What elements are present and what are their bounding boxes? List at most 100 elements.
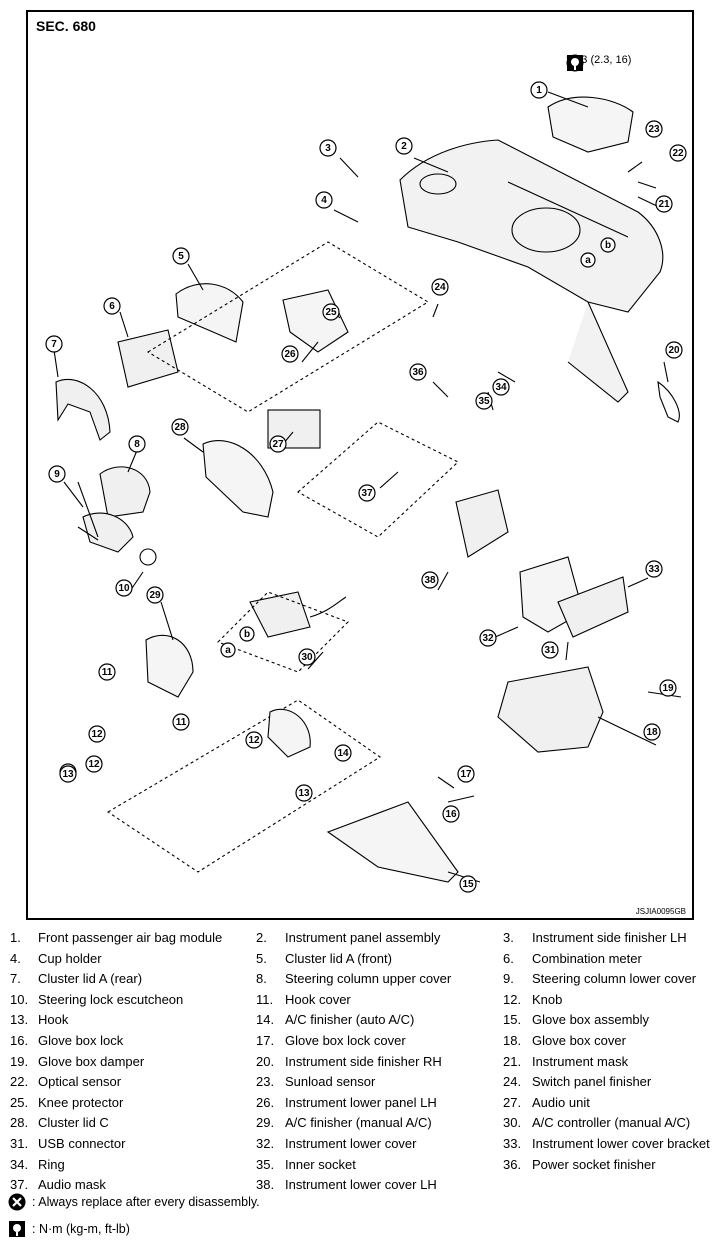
legend-item-label: Audio mask	[38, 1177, 106, 1193]
legend-torque: : N·m (kg-m, ft-lb)	[8, 1220, 130, 1238]
legend-item-number: 13.	[10, 1012, 29, 1028]
legend-item-label: Sunload sensor	[285, 1074, 376, 1090]
callout-24: 24	[431, 278, 449, 296]
exploded-diagram: 1234567891011121314151617181920212223242…	[26, 10, 694, 920]
callout-16: 16	[442, 805, 460, 823]
svg-text:1: 1	[536, 85, 542, 96]
svg-text:5: 5	[178, 251, 184, 262]
legend-item-label: Instrument side finisher LH	[532, 930, 687, 945]
legend-item-label: Steering column lower cover	[532, 971, 697, 987]
callout-11: 11	[98, 663, 116, 681]
svg-text:10: 10	[118, 583, 130, 594]
callout-32: 32	[479, 629, 497, 647]
callout-2: 2	[395, 137, 413, 155]
legend-item-number: 36.	[503, 1156, 522, 1172]
legend-item-number: 12.	[503, 991, 522, 1007]
legend-item-number: 30.	[503, 1115, 522, 1131]
connector-marker-a: a	[580, 252, 596, 268]
legend-item-number: 31.	[10, 1136, 29, 1151]
legend-item-number: 27.	[503, 1094, 522, 1110]
svg-text:4: 4	[321, 195, 327, 206]
svg-text:19: 19	[662, 683, 674, 694]
legend-item-number: 38.	[256, 1177, 275, 1193]
callout-14: 14	[334, 744, 352, 762]
legend-item-label: USB connector	[38, 1136, 126, 1151]
legend-item-label: Cluster lid A (rear)	[38, 971, 143, 987]
svg-text:13: 13	[62, 769, 74, 780]
connector-marker-b: b	[239, 626, 255, 642]
svg-text:18: 18	[646, 727, 658, 738]
connector-marker-a: a	[220, 642, 236, 658]
torque-icon	[9, 1221, 25, 1237]
svg-text:6: 6	[109, 301, 115, 312]
callout-12: 12	[245, 731, 263, 749]
legend-item-label: Glove box lock	[38, 1033, 124, 1048]
callout-27: 27	[269, 435, 287, 453]
legend-item-number: 2.	[256, 930, 267, 945]
replace-icon	[8, 1193, 26, 1211]
legend-item-number: 10.	[10, 991, 29, 1007]
svg-text:35: 35	[478, 396, 490, 407]
svg-text:31: 31	[544, 645, 556, 656]
torque-spec: 22.3 (2.3, 16)	[566, 54, 631, 72]
legend-item-label: Glove box assembly	[532, 1012, 650, 1028]
legend-item-number: 34.	[10, 1156, 29, 1172]
callout-15: 15	[459, 875, 477, 893]
legend-item-label: Glove box damper	[38, 1053, 145, 1069]
callout-12: 12	[85, 755, 103, 773]
legend-item-label: Hook cover	[285, 991, 351, 1007]
svg-text:32: 32	[482, 633, 494, 644]
legend-row: 7.Cluster lid A (rear)8.Steering column …	[0, 971, 718, 991]
svg-text:11: 11	[102, 667, 113, 678]
svg-text:17: 17	[460, 769, 472, 780]
svg-text:37: 37	[361, 488, 373, 499]
legend-item-number: 28.	[10, 1115, 29, 1131]
callout-35: 35	[475, 392, 493, 410]
legend-item-number: 14.	[256, 1012, 275, 1028]
svg-text:14: 14	[337, 748, 349, 759]
svg-text:27: 27	[272, 439, 284, 450]
callout-37: 37	[358, 484, 376, 502]
callout-13: 13	[295, 784, 313, 802]
svg-text:a: a	[585, 255, 591, 266]
legend-item-number: 29.	[256, 1115, 275, 1131]
callout-10: 10	[115, 579, 133, 597]
svg-text:22: 22	[672, 148, 684, 159]
svg-text:26: 26	[284, 349, 296, 360]
svg-text:12: 12	[88, 759, 100, 770]
legend-item-number: 21.	[503, 1053, 522, 1069]
legend-item-label: Front passenger air bag module	[38, 930, 223, 945]
legend-item-number: 24.	[503, 1074, 522, 1090]
legend-item-number: 37.	[10, 1177, 29, 1193]
legend-item-label: Ring	[38, 1156, 65, 1172]
legend-item-label: Instrument lower cover bracket	[532, 1136, 710, 1151]
legend-item-number: 9.	[503, 971, 514, 987]
legend-item-label: Instrument mask	[532, 1053, 629, 1069]
legend-item-label: Instrument lower panel LH	[285, 1094, 437, 1110]
callout-20: 20	[665, 341, 683, 359]
legend-item-label: A/C finisher (auto A/C)	[285, 1012, 415, 1028]
legend-torque-text: : N·m (kg-m, ft-lb)	[32, 1222, 130, 1236]
callout-28: 28	[171, 418, 189, 436]
legend-item-number: 23.	[256, 1074, 275, 1090]
callout-25: 25	[322, 303, 340, 321]
legend-item-label: Inner socket	[285, 1156, 356, 1172]
legend-item-label: Power socket finisher	[532, 1156, 656, 1172]
svg-text:13: 13	[298, 788, 310, 799]
svg-text:24: 24	[434, 282, 446, 293]
legend-item-label: Instrument side finisher RH	[285, 1053, 442, 1069]
callout-36: 36	[409, 363, 427, 381]
legend-item-number: 15.	[503, 1012, 522, 1028]
svg-text:12: 12	[91, 729, 103, 740]
svg-text:b: b	[244, 629, 250, 640]
legend-item-number: 17.	[256, 1033, 275, 1048]
legend-item-label: Cluster lid C	[38, 1115, 109, 1131]
callout-34: 34	[492, 378, 510, 396]
legend-item-label: Steering column upper cover	[285, 971, 452, 987]
legend-item-number: 4.	[10, 950, 21, 966]
svg-text:36: 36	[412, 367, 424, 378]
legend-item-number: 16.	[10, 1033, 29, 1048]
